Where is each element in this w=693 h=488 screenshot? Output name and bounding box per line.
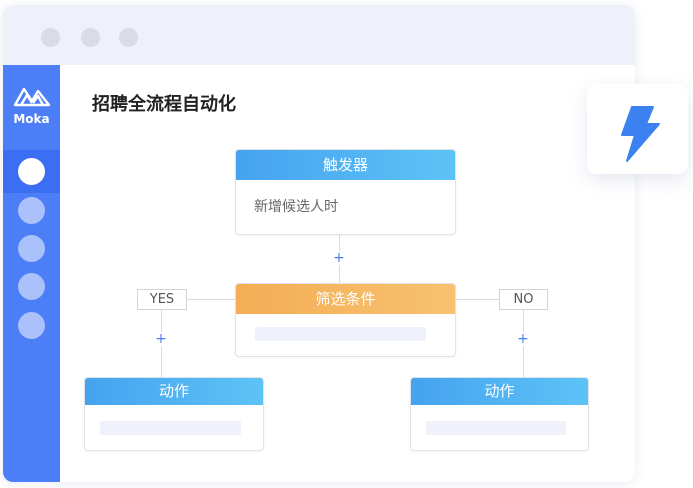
sidebar-item-1[interactable] (18, 158, 45, 185)
action-placeholder-bar (426, 421, 566, 435)
trigger-condition-text: 新增候选人时 (254, 199, 338, 215)
filter-placeholder-bar (255, 327, 426, 341)
sidebar: Moka (3, 65, 60, 482)
action-card-yes[interactable]: 动作 (84, 377, 264, 451)
no-branch-label: NO (499, 289, 548, 310)
sidebar-item-4[interactable] (18, 273, 45, 300)
window-close-dot[interactable] (41, 28, 60, 47)
moka-logo[interactable]: Moka (3, 85, 60, 126)
lightning-icon (621, 106, 660, 162)
automation-badge (587, 84, 688, 174)
add-step-plus[interactable]: + (332, 250, 346, 266)
logo-text: Moka (13, 112, 50, 126)
action-card-no[interactable]: 动作 (410, 377, 589, 451)
title-bar (3, 5, 635, 65)
sidebar-item-2[interactable] (18, 197, 45, 224)
add-step-plus-yes[interactable]: + (154, 331, 168, 347)
connector-yes (187, 299, 235, 300)
action-header-yes: 动作 (85, 378, 263, 405)
action-placeholder-bar (100, 421, 241, 435)
trigger-card[interactable]: 触发器 新增候选人时 (235, 149, 456, 235)
sidebar-item-3[interactable] (18, 235, 45, 262)
trigger-header: 触发器 (236, 150, 455, 180)
add-step-plus-no[interactable]: + (516, 331, 530, 347)
mountain-logo-icon (13, 87, 50, 107)
sidebar-item-5[interactable] (18, 312, 45, 339)
window-minimize-dot[interactable] (81, 28, 100, 47)
page-title: 招聘全流程自动化 (92, 94, 236, 115)
action-header-no: 动作 (411, 378, 588, 405)
filter-header: 筛选条件 (236, 284, 455, 314)
filter-card[interactable]: 筛选条件 (235, 283, 456, 357)
yes-branch-label: YES (137, 289, 187, 310)
connector-no (455, 299, 499, 300)
window-maximize-dot[interactable] (119, 28, 138, 47)
